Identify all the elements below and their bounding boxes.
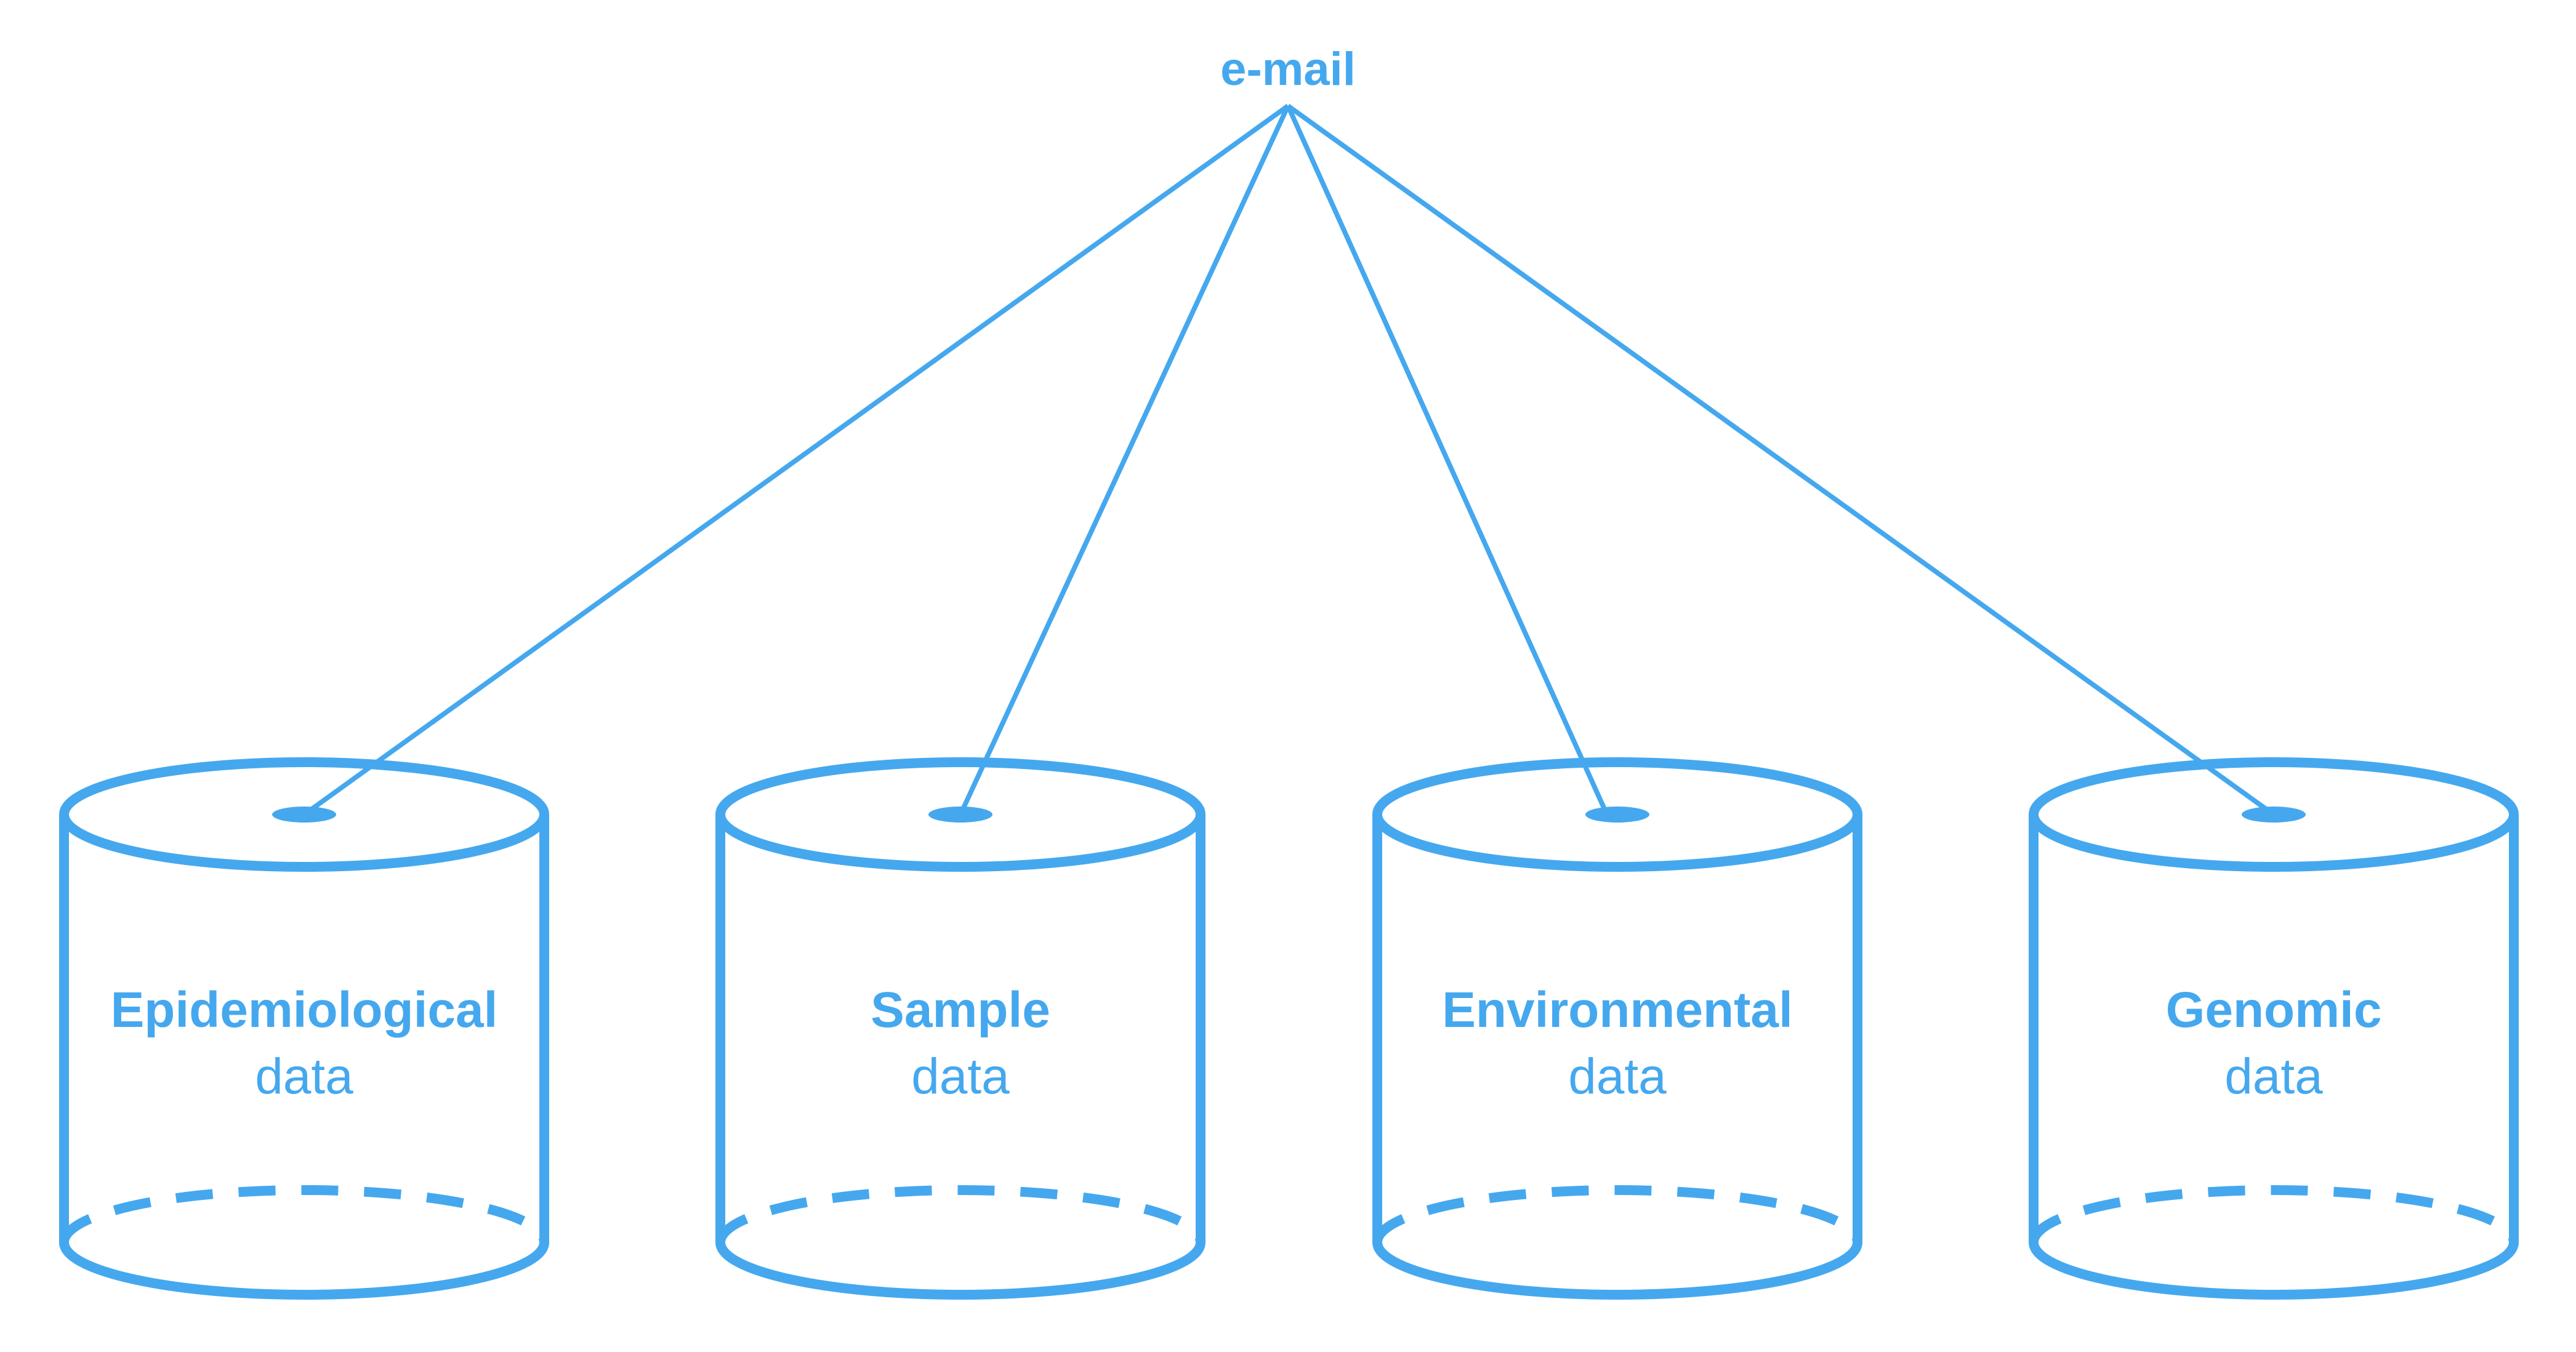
database-genomic: Genomic data <box>2029 757 2519 1300</box>
connector-lines <box>302 103 2276 817</box>
hub-label: e-mail <box>1220 43 1356 95</box>
database-bottom-back <box>2029 1185 2519 1243</box>
database-bottom-front <box>2029 1242 2519 1300</box>
database-sample: Sample data <box>715 757 1205 1300</box>
connector-line-epidemiological <box>302 103 1290 817</box>
database-subtitle: data <box>911 1048 1010 1105</box>
database-title: Epidemiological <box>111 982 498 1038</box>
connector-line-environmental <box>1286 105 1609 816</box>
database-top-marker <box>2242 807 2306 823</box>
database-subtitle: data <box>2224 1048 2323 1105</box>
database-bottom-back <box>715 1185 1205 1243</box>
database-top-marker <box>272 807 336 823</box>
database-bottom-front <box>1372 1242 1862 1300</box>
database-top-marker <box>1585 807 1649 823</box>
connector-line-genomic <box>1286 103 2276 817</box>
database-bottom-front <box>59 1242 549 1300</box>
database-subtitle: data <box>1568 1048 1667 1105</box>
connector-line-sample <box>958 105 1290 816</box>
database-bottom-back <box>1372 1185 1862 1243</box>
database-epidemiological: Epidemiological data <box>59 757 549 1300</box>
database-environmental: Environmental data <box>1372 757 1862 1300</box>
database-title: Sample <box>871 982 1050 1038</box>
database-title: Environmental <box>1442 982 1793 1038</box>
database-bottom-back <box>59 1185 549 1243</box>
database-bottom-front <box>715 1242 1205 1300</box>
database-subtitle: data <box>255 1048 353 1105</box>
database-top-marker <box>928 807 992 823</box>
database-title: Genomic <box>2166 982 2382 1038</box>
